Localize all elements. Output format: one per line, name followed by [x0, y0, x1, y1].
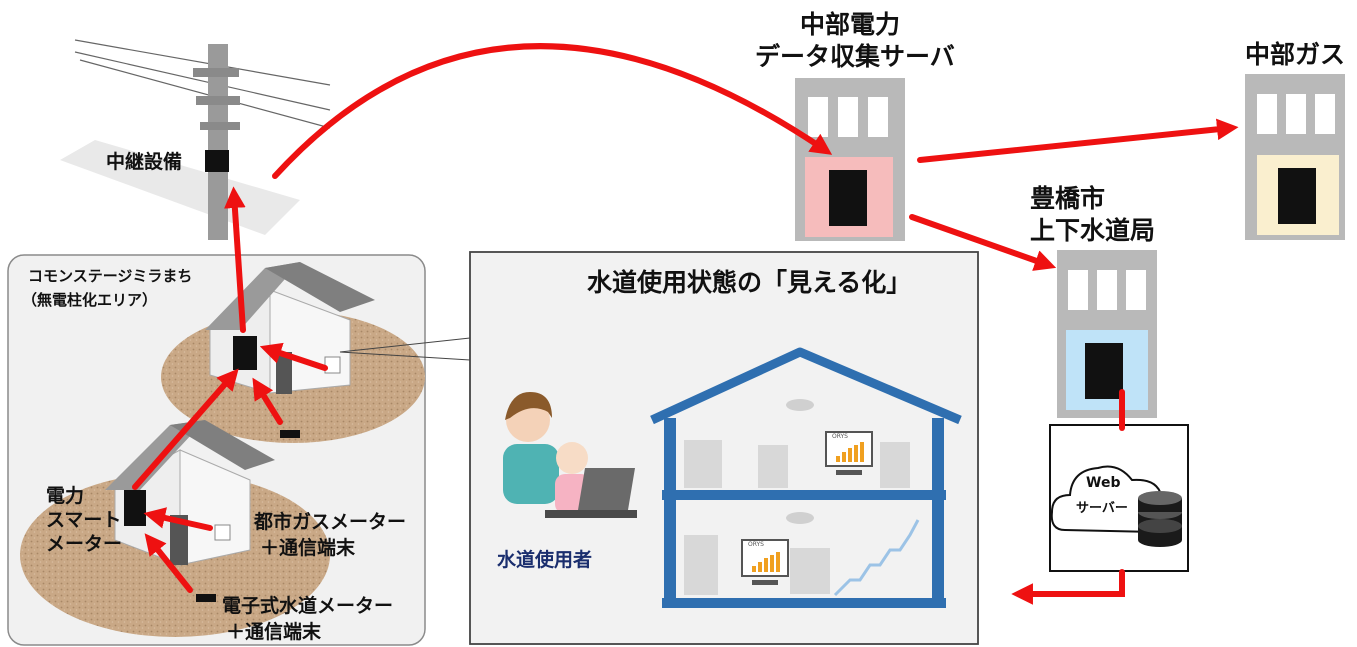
- power-meter-icon-2: [124, 490, 146, 526]
- house-upper: [161, 262, 425, 443]
- utility-pole: [60, 39, 331, 240]
- web-label: Web: [1086, 475, 1121, 491]
- water-meter-label-1: 電子式水道メーター: [222, 595, 394, 617]
- screen-label-1: ORYS: [832, 433, 848, 440]
- water-meter-icon-2: [196, 594, 216, 602]
- area-name-label: コモンステージミラまち: [28, 267, 193, 285]
- server-icon-3: [1085, 343, 1123, 399]
- visualization-house: [503, 347, 962, 608]
- relay-label: 中継設備: [106, 151, 183, 173]
- power-meter-label-3: メーター: [46, 533, 123, 555]
- chubu-electric-label: 中部電力: [799, 10, 900, 39]
- data-flow-arrows: [132, 43, 1239, 605]
- power-meter-label-2: スマート: [46, 509, 122, 531]
- gas-meter-label-2: ＋通信端末: [260, 537, 356, 559]
- power-meter-label-1: 電力: [46, 485, 85, 507]
- water-bureau-label: 上下水道局: [1030, 216, 1156, 245]
- water-meter-label-2: ＋通信端末: [226, 621, 322, 643]
- web-server-box: [1049, 424, 1189, 572]
- chubu-electric-server-building: [795, 78, 905, 241]
- server-label: サーバー: [1076, 501, 1128, 516]
- water-user-label: 水道使用者: [497, 549, 593, 571]
- screen-label-2: ORYS: [748, 541, 764, 548]
- visualization-title: 水道使用状態の「見える化」: [587, 268, 912, 297]
- power-meter-icon-1: [233, 336, 257, 370]
- toyohashi-city-label: 豊橋市: [1030, 184, 1106, 213]
- server-icon-1: [829, 170, 867, 226]
- relay-device-icon: [205, 150, 229, 172]
- data-server-label: データ収集サーバ: [755, 42, 955, 71]
- chubu-gas-building: [1245, 74, 1345, 240]
- area-sub-label: （無電柱化エリア）: [22, 291, 158, 309]
- server-icon-2: [1278, 168, 1316, 224]
- water-meter-icon-1: [280, 430, 300, 438]
- water-bureau-building: [1057, 250, 1157, 418]
- chubu-gas-label: 中部ガス: [1244, 40, 1345, 69]
- gas-meter-label-1: 都市ガスメーター: [254, 511, 407, 533]
